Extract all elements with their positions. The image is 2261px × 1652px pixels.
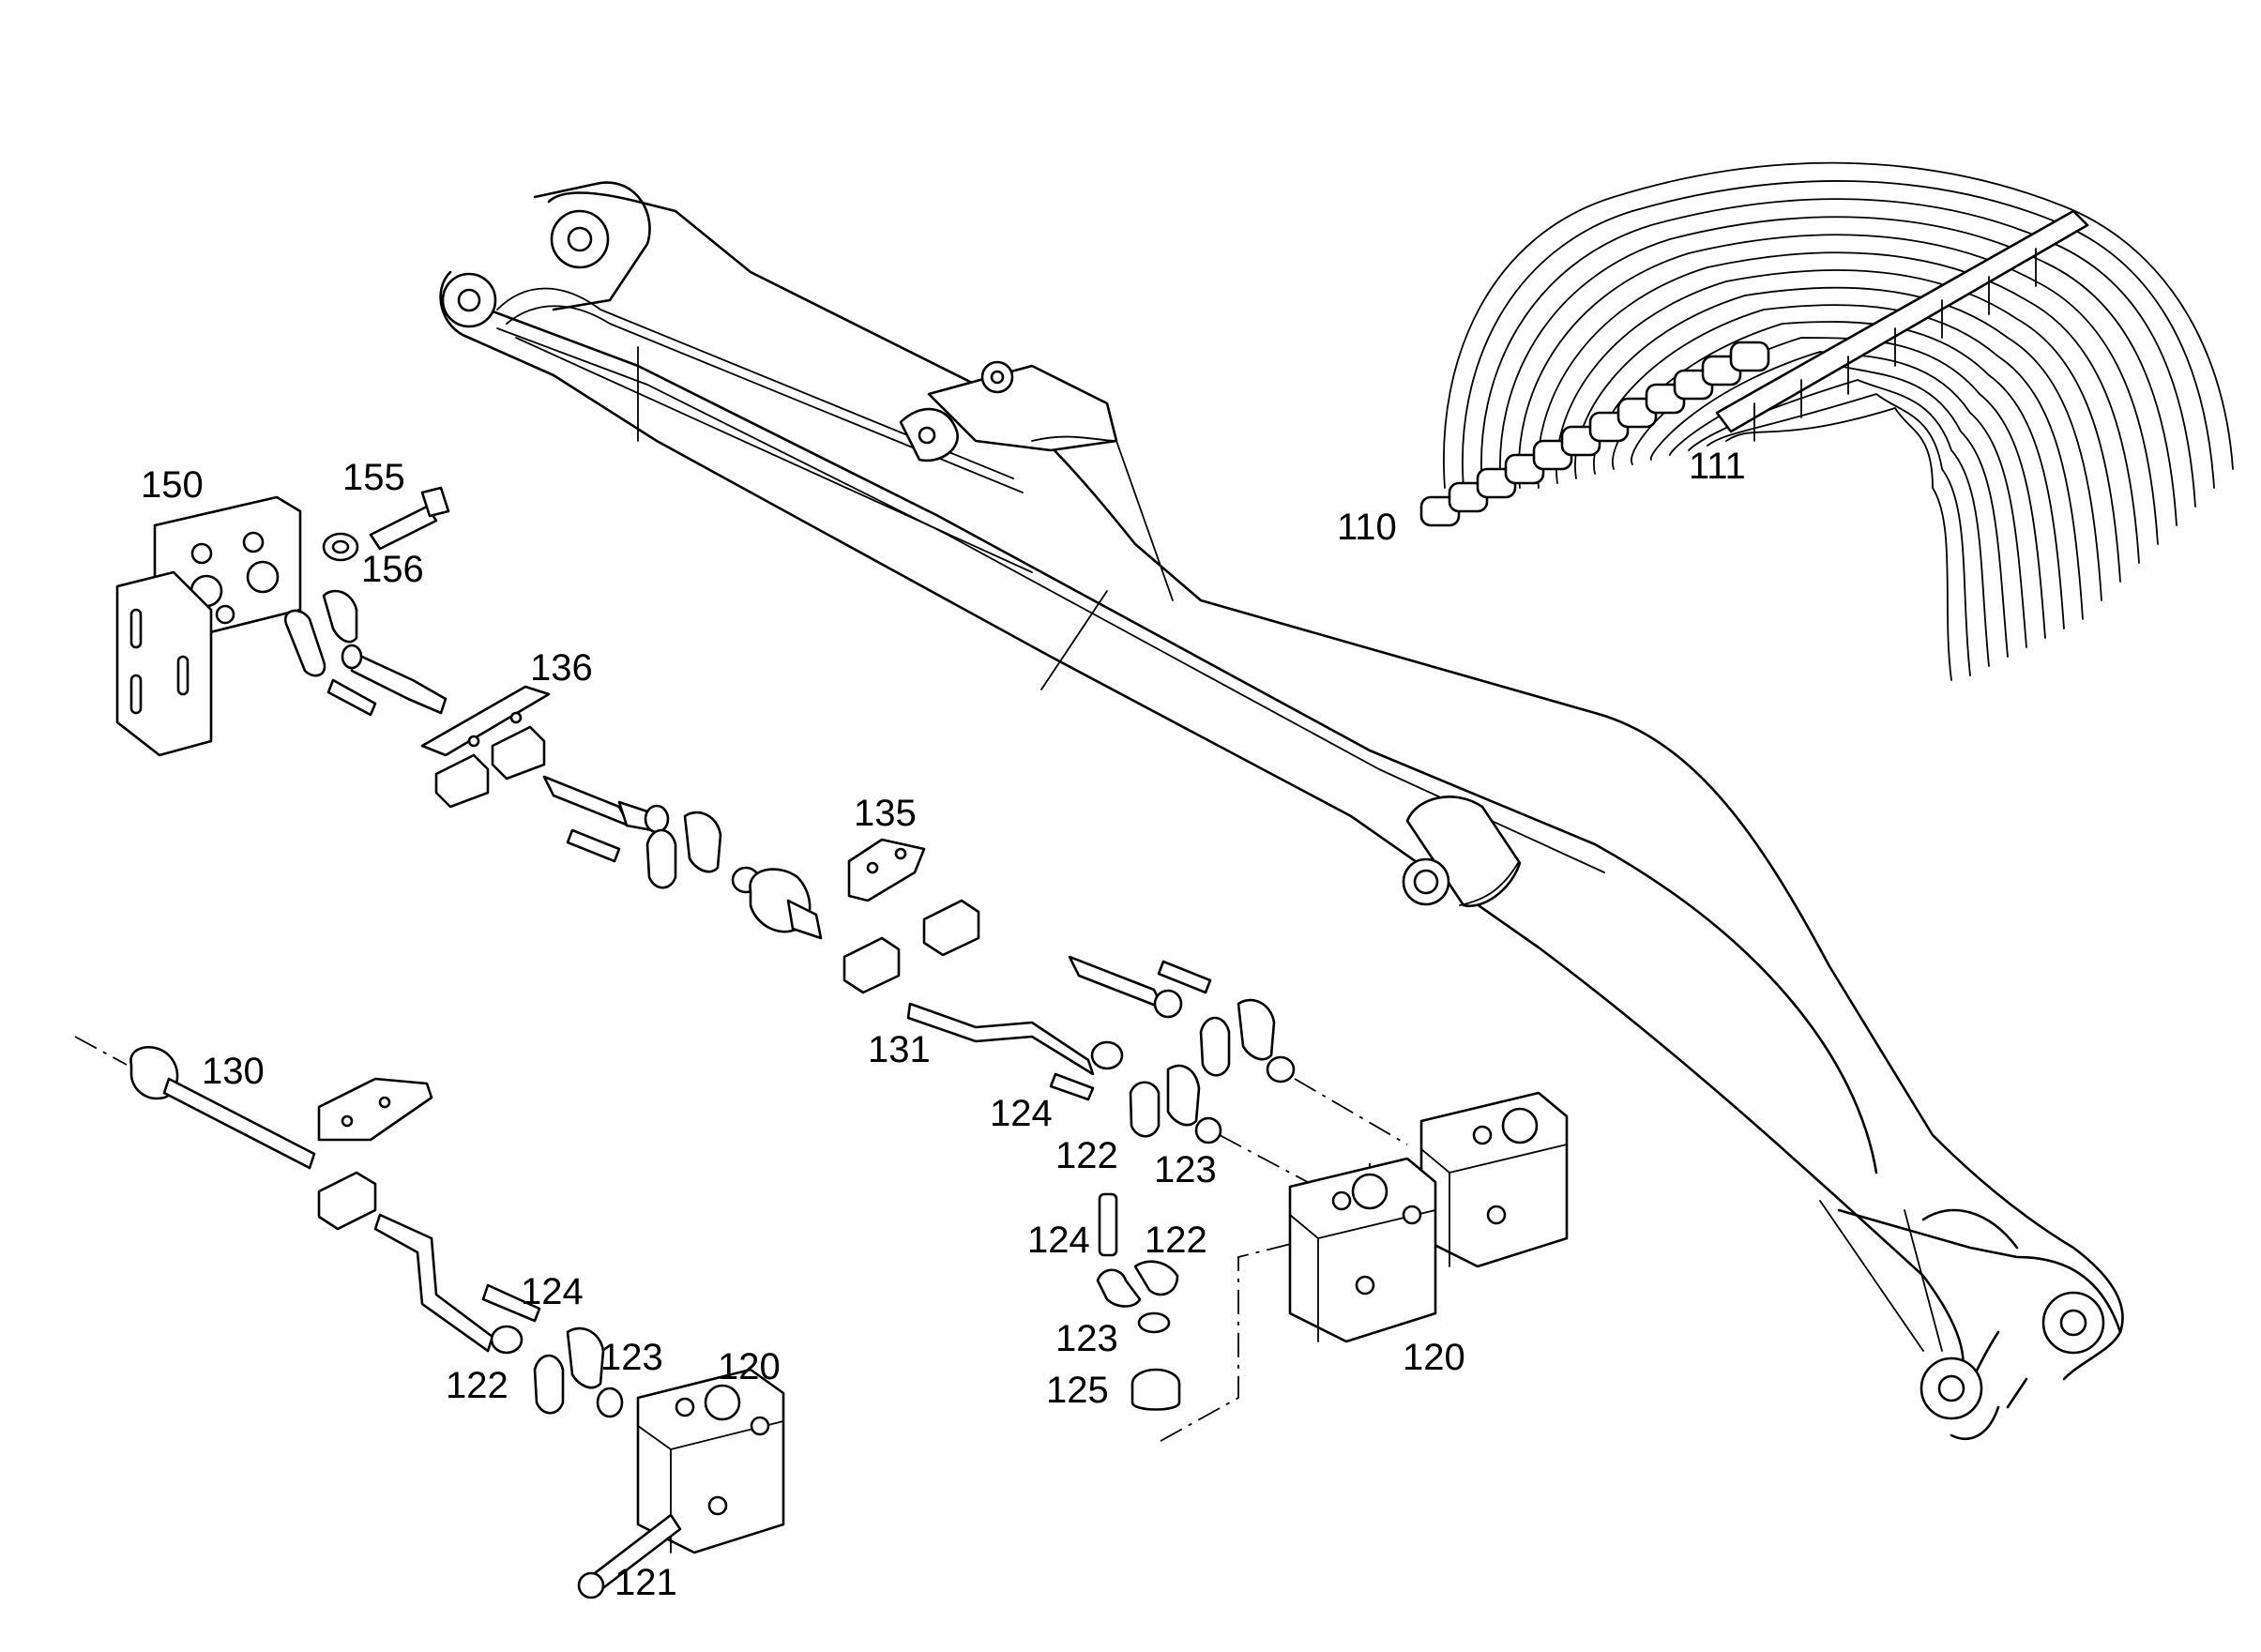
arm-body — [439, 181, 2124, 1441]
block-120-upper — [1419, 1091, 1569, 1268]
flange-mid — [749, 868, 823, 940]
bracket-lower — [317, 1077, 433, 1142]
clamps-lower-left — [481, 1283, 624, 1418]
callout-122-left: 122 — [446, 1365, 508, 1406]
washer-156 — [322, 532, 359, 562]
callout-131: 131 — [868, 1029, 931, 1070]
callout-124-left: 124 — [521, 1271, 584, 1312]
clamp-bar-136 — [420, 685, 551, 809]
callout-110: 110 — [1337, 507, 1397, 548]
flange-clamps-upper — [283, 589, 448, 717]
callout-150: 150 — [141, 464, 204, 506]
mounting-plate-150 — [115, 495, 302, 757]
pipe-131 — [906, 1002, 1124, 1076]
callout-123-left: 123 — [600, 1337, 663, 1378]
pipe-lower — [373, 1213, 524, 1355]
callout-122-mid: 122 — [1055, 1135, 1118, 1176]
callout-111: 111 — [1689, 446, 1746, 487]
clamps-122-123-124-lower — [1096, 1192, 1181, 1411]
clamp-block-lower — [317, 1171, 377, 1231]
fitting-right-upper — [1068, 955, 1296, 1084]
callout-130: 130 — [202, 1051, 265, 1092]
callout-123-lower: 123 — [1055, 1318, 1118, 1359]
bolt-121 — [577, 1513, 682, 1599]
callout-156: 156 — [361, 549, 424, 590]
hose-bundle — [1419, 161, 2234, 681]
clamp-blocks-mid — [842, 899, 980, 994]
hose-fitting-middle — [542, 775, 761, 894]
callout-124-mid: 124 — [990, 1093, 1053, 1134]
callout-121: 121 — [615, 1562, 677, 1603]
clamps-122-123-124-mid — [1049, 1064, 1222, 1144]
bolt-155 — [369, 486, 450, 551]
callout-155: 155 — [342, 457, 405, 498]
callout-labels: 150 155 156 136 135 130 131 124 122 123 … — [141, 446, 1746, 1603]
callout-120-right: 120 — [1403, 1337, 1465, 1378]
block-120-left — [636, 1368, 785, 1554]
callout-124-lower: 124 — [1027, 1220, 1090, 1261]
callout-120-left: 120 — [718, 1346, 781, 1387]
pipe-130 — [74, 1036, 316, 1170]
callout-135: 135 — [854, 793, 917, 834]
bracket-135 — [847, 838, 926, 902]
callout-122-lower: 122 — [1145, 1220, 1207, 1261]
callout-123-mid: 123 — [1154, 1149, 1217, 1190]
callout-125: 125 — [1046, 1370, 1109, 1411]
block-120-lower — [1288, 1157, 1437, 1343]
callout-136: 136 — [530, 647, 593, 689]
